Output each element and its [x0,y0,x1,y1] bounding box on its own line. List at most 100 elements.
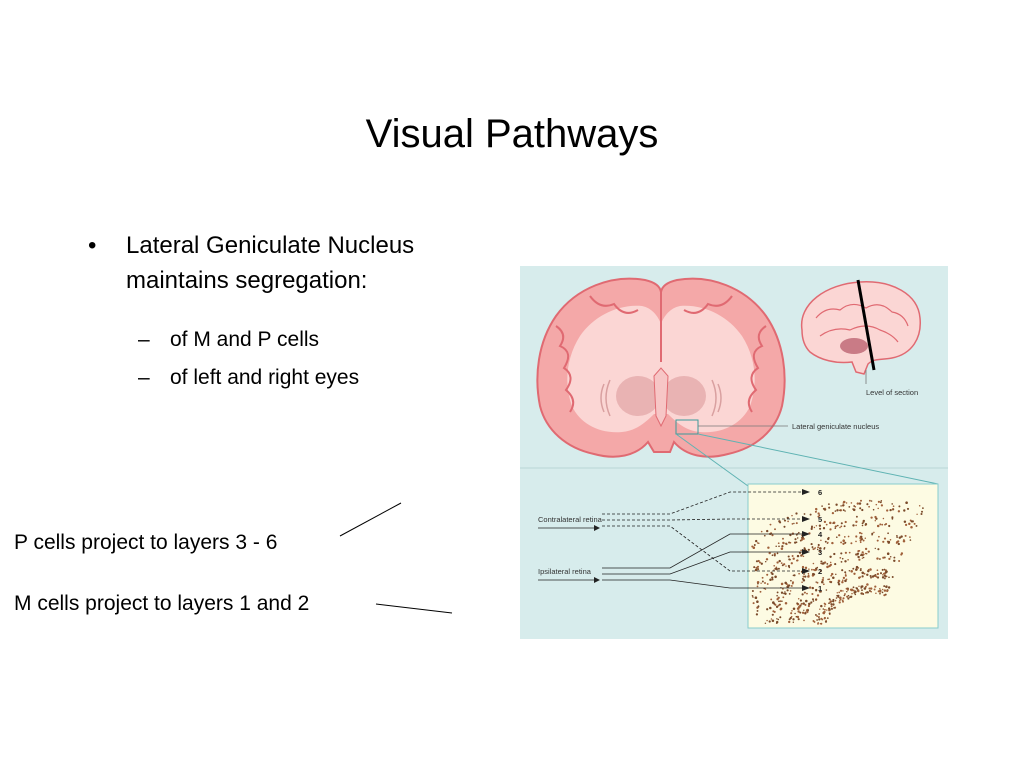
lgn-cell-dot [819,569,822,573]
lgn-cell-dot [797,531,800,534]
lgn-cell-dot [853,572,856,575]
pathway-arrowhead [802,585,810,591]
lgn-cell-dot [811,568,813,571]
lgn-cell-dot [775,605,779,609]
lgn-cell-dot [756,609,759,612]
lgn-cell-dot [776,561,779,564]
lgn-cell-dot [858,502,862,505]
lgn-cell-dot [874,547,876,550]
lgn-cell-dot [825,523,828,526]
lgn-cell-dot [764,560,767,563]
lgn-cell-dot [820,622,823,625]
lgn-cell-dot [882,556,885,559]
layer-label-5: 5 [818,515,822,524]
lgn-cell-dot [784,601,788,605]
lgn-cell-dot [792,607,796,611]
lgn-cell-dot [796,602,799,605]
lgn-cell-dot [802,537,805,540]
lgn-cell-dot [779,521,782,524]
lgn-cell-dot [773,569,775,571]
lgn-cell-dot [825,589,828,591]
lgn-cell-dot [848,506,851,508]
inset-connector-right [697,433,939,485]
lgn-cell-dot [821,578,824,582]
layer-label-2: 2 [818,567,822,576]
lgn-cell-dot [823,610,826,614]
lgn-cell-dot [811,546,814,549]
lgn-cell-dot [751,594,754,597]
lgn-cell-dot [837,579,841,583]
lgn-cell-dot [830,574,833,577]
lgn-cell-dot [884,571,888,574]
lgn-cell-dot [842,542,845,545]
lgn-cell-dot [862,521,865,523]
lgn-cell-dot [798,605,801,609]
lgn-cell-dot [784,581,787,585]
lgn-cell-dot [885,522,888,526]
lgn-cell-dot [800,602,803,605]
bullet-list: • Lateral Geniculate Nucleus maintains s… [88,228,508,397]
lgn-cell-dot [845,502,848,504]
lgn-cell-dot [789,541,792,544]
lgn-cell-dot [764,582,766,584]
pathway-arrowhead [802,516,810,522]
lgn-cell-dot [805,599,808,603]
lgn-cell-dot [752,602,755,605]
lgn-cell-dot [761,580,764,583]
lgn-cell-dot [826,565,829,569]
lgn-cell-dot [829,528,832,531]
lgn-cell-dot [824,540,827,543]
lgn-cell-dot [841,557,844,560]
layer-label-4: 4 [818,530,823,539]
lgn-cell-dot [822,608,825,610]
lgn-cell-dot [863,572,866,575]
lgn-cell-dot [845,587,848,590]
lgn-cell-dot [770,618,773,620]
lgn-cell-dot [790,615,793,618]
lgn-cell-dot [813,568,817,572]
lgn-cell-dot [883,568,886,571]
lgn-cell-dot [788,558,791,561]
lgn-cell-dot [758,561,762,564]
lgn-cell-dot [891,576,894,578]
lgn-cell-dot [850,502,853,504]
lgn-cell-dot [888,576,890,579]
lgn-cell-dot [859,537,862,540]
lgn-cell-dot [783,592,785,595]
lgn-cell-dot [853,591,856,594]
lgn-cell-dot [897,542,900,546]
lgn-cell-dot [851,592,853,595]
lgn-cell-dot [842,579,844,581]
lgn-cell-dot [771,534,774,537]
lgn-cell-dot [847,597,850,600]
lgn-cell-dot [859,541,862,544]
lgn-cell-dot [878,590,882,593]
lgn-cell-dot [871,533,873,536]
lgn-cell-dot [755,560,759,563]
lgn-cell-dot [802,602,805,605]
lgn-cell-dot [889,508,892,512]
lgn-cell-dot [783,563,786,566]
lgn-cell-dot [783,525,786,528]
lgn-cell-dot [900,553,903,556]
lgn-cell-dot [771,619,775,623]
lgn-cell-dot [844,593,846,595]
lgn-cell-dot [916,513,918,516]
lgn-cell-dot [883,585,886,588]
lgn-cell-dot [793,522,795,525]
lgn-cell-dot [863,587,867,590]
lgn-cell-dot [802,555,805,558]
lgn-cell-dot [915,524,918,527]
lgn-cell-dot [881,588,884,591]
lgn-cell-dot [766,583,769,585]
lgn-cell-dot [774,528,776,531]
lgn-cell-dot [855,535,858,538]
bullet-text: Lateral Geniculate Nucleus maintains seg… [126,232,415,294]
lgn-cell-dot [811,592,814,596]
lgn-cell-dot [904,523,908,527]
lgn-cell-dot [881,568,884,571]
lgn-cell-dot [781,564,784,567]
lgn-cell-dot [887,586,891,589]
lgn-cell-dot [889,555,892,558]
lgn-cell-dot [842,590,844,592]
